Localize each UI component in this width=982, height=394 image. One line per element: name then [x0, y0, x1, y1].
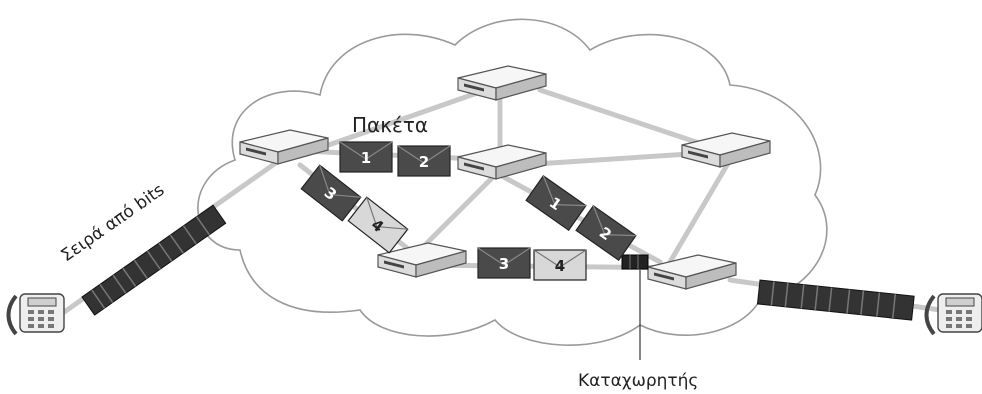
phone-left-icon [6, 292, 66, 336]
packet-envelope-7: 3 [477, 247, 531, 279]
packet-envelope-2: 2 [397, 145, 451, 177]
bitstream-left [81, 204, 227, 316]
packets-label: Πακέτα [352, 113, 428, 137]
packet-envelope-8: 4 [533, 249, 587, 281]
register-label: Καταχωρητής [578, 371, 698, 391]
packet-envelope-6: 2 [575, 204, 637, 262]
packet-envelope-4: 4 [347, 196, 409, 254]
packet-number-label: 1 [361, 149, 371, 167]
bitstream-right [756, 279, 915, 321]
phone-right-icon [924, 292, 982, 336]
packet-envelope-1: 1 [339, 141, 393, 173]
packet-envelope-5: 1 [525, 174, 587, 232]
register-buffer [621, 254, 649, 360]
packet-envelope-3: 3 [300, 164, 362, 222]
packet-number-label: 3 [499, 255, 509, 273]
packet-number-label: 2 [419, 153, 429, 171]
packet-number-label: 4 [555, 257, 565, 275]
